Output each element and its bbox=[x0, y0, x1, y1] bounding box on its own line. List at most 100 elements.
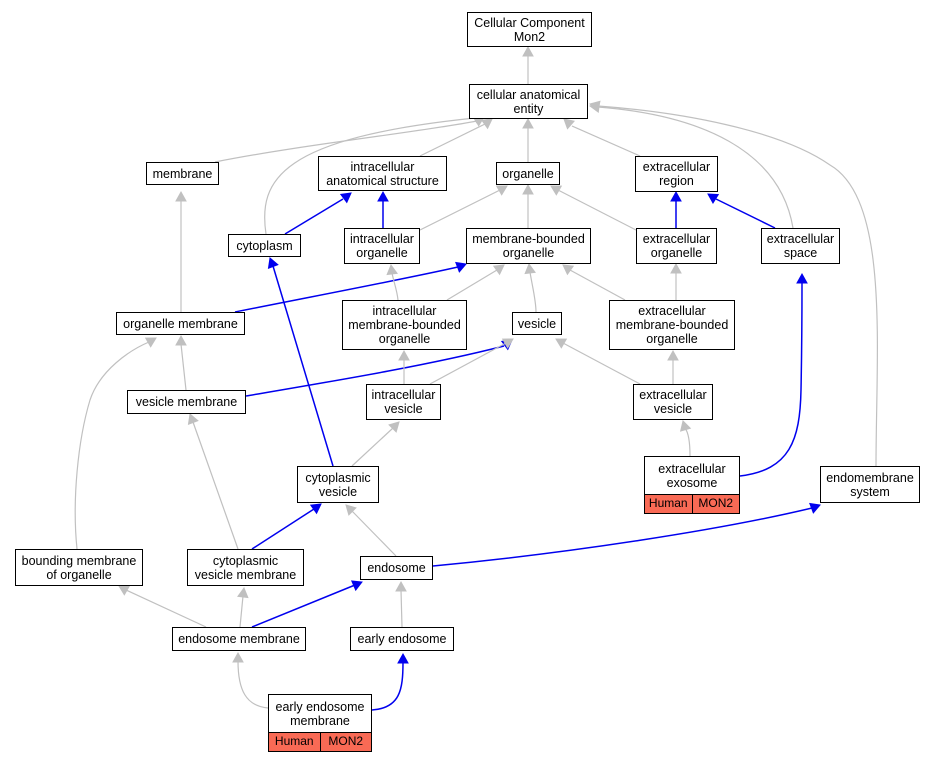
arrowhead bbox=[562, 264, 575, 276]
node-intracellular-anatomical-structure[interactable]: intracellular anatomical structure bbox=[318, 156, 447, 191]
arrowhead bbox=[492, 264, 505, 276]
edge-is-a-endosome-to-cytoplasmic-vesicle bbox=[351, 510, 397, 557]
edge-part-of-early-endosome-membrane-to-early-endosome bbox=[371, 661, 404, 711]
edge-part-of-vesicle-membrane-to-vesicle bbox=[245, 345, 505, 397]
edge-is-a-intracellular-anatomical-structure-to-cellular-anatomical-entity bbox=[419, 123, 486, 157]
edge-is-a-intracellular-membrane-bounded-organelle-to-membrane-bounded-organelle bbox=[446, 269, 498, 301]
arrowhead bbox=[670, 190, 682, 202]
arrowhead bbox=[670, 262, 682, 274]
node-endomembrane-system[interactable]: endomembrane system bbox=[820, 466, 920, 503]
node-label: extracellular space bbox=[766, 232, 835, 260]
node-extracellular-space[interactable]: extracellular space bbox=[761, 228, 840, 264]
edge-is-a-cytoplasmic-vesicle-membrane-to-vesicle-membrane bbox=[192, 421, 239, 550]
arrowhead bbox=[397, 652, 409, 664]
node-label: cytoplasm bbox=[236, 238, 293, 253]
node-intracellular-organelle[interactable]: intracellular organelle bbox=[344, 228, 420, 264]
node-endosome[interactable]: endosome bbox=[360, 556, 433, 580]
node-label: intracellular anatomical structure bbox=[326, 159, 439, 188]
node-early-endosome-membrane[interactable]: early endosome membrane Human MON2 bbox=[268, 694, 372, 752]
node-extracellular-membrane-bounded-organelle[interactable]: extracellular membrane-bounded organelle bbox=[609, 300, 735, 350]
arrowhead bbox=[563, 118, 576, 130]
annotation-badge-species[interactable]: Human bbox=[645, 495, 692, 513]
arrowhead bbox=[144, 337, 157, 348]
arrowhead bbox=[187, 413, 199, 425]
node-label: organelle membrane bbox=[123, 316, 238, 331]
node-intracellular-membrane-bounded-organelle[interactable]: intracellular membrane-bounded organelle bbox=[342, 300, 467, 350]
annotation-badges: Human MON2 bbox=[269, 732, 371, 751]
node-vesicle[interactable]: vesicle bbox=[512, 312, 562, 335]
arrowhead bbox=[118, 585, 131, 596]
arrowhead bbox=[589, 100, 601, 112]
node-intracellular-vesicle[interactable]: intracellular vesicle bbox=[366, 384, 441, 420]
node-label: intracellular membrane-bounded organelle bbox=[348, 304, 461, 346]
edge-is-a-extracellular-membrane-bounded-organelle-to-membrane-bounded-organelle bbox=[569, 269, 626, 301]
annotation-badge-species[interactable]: Human bbox=[269, 733, 320, 751]
node-early-endosome[interactable]: early endosome bbox=[350, 627, 454, 651]
node-bounding-membrane-of-organelle[interactable]: bounding membrane of organelle bbox=[15, 549, 143, 586]
edge-is-a-extracellular-region-to-cellular-anatomical-entity bbox=[571, 125, 641, 157]
arrowhead bbox=[395, 580, 407, 592]
edge-is-a-extracellular-vesicle-to-vesicle bbox=[562, 342, 641, 385]
edge-is-a-early-endosome-membrane-to-endosome-membrane bbox=[237, 660, 269, 709]
edge-part-of-endosome-membrane-to-endosome bbox=[251, 584, 356, 628]
node-organelle-membrane[interactable]: organelle membrane bbox=[116, 312, 245, 335]
annotation-badges: Human MON2 bbox=[645, 494, 739, 513]
arrowhead bbox=[524, 262, 536, 275]
node-label: extracellular vesicle bbox=[639, 388, 707, 416]
node-cytoplasm[interactable]: cytoplasm bbox=[228, 234, 301, 257]
node-label: cytoplasmic vesicle membrane bbox=[194, 553, 297, 582]
node-label: early endosome bbox=[357, 632, 447, 646]
arrowhead bbox=[455, 261, 467, 273]
edge-is-a-endomembrane-system-to-cellular-anatomical-entity bbox=[597, 105, 879, 467]
node-label: vesicle membrane bbox=[135, 395, 238, 409]
edge-part-of-organelle-membrane-to-membrane-bounded-organelle bbox=[234, 266, 459, 313]
node-extracellular-region[interactable]: extracellular region bbox=[635, 156, 718, 192]
edge-part-of-endosome-to-endomembrane-system bbox=[432, 507, 813, 567]
node-label: intracellular vesicle bbox=[371, 388, 436, 416]
node-organelle[interactable]: organelle bbox=[496, 162, 560, 185]
arrowhead bbox=[309, 503, 322, 515]
node-label: intracellular organelle bbox=[350, 232, 414, 260]
edge-is-a-vesicle-to-membrane-bounded-organelle bbox=[529, 271, 537, 313]
edge-is-a-intracellular-vesicle-to-vesicle bbox=[429, 342, 507, 385]
edge-part-of-cytoplasmic-vesicle-to-cytoplasm bbox=[272, 265, 334, 467]
node-extracellular-exosome[interactable]: extracellular exosome Human MON2 bbox=[644, 456, 740, 514]
arrowhead bbox=[175, 334, 187, 346]
node-label: endosome bbox=[367, 561, 426, 575]
node-label: extracellular region bbox=[642, 160, 711, 188]
node-label: cellular anatomical entity bbox=[476, 87, 581, 116]
arrowhead bbox=[232, 651, 244, 663]
node-membrane-bounded-organelle[interactable]: membrane-bounded organelle bbox=[466, 228, 591, 264]
node-vesicle-membrane[interactable]: vesicle membrane bbox=[127, 390, 246, 414]
edge-part-of-extracellular-space-to-extracellular-region bbox=[715, 198, 776, 229]
edge-part-of-extracellular-exosome-to-extracellular-space bbox=[739, 281, 803, 477]
arrowhead bbox=[386, 263, 398, 276]
node-label: endomembrane system bbox=[826, 470, 914, 499]
annotation-badge-gene[interactable]: MON2 bbox=[319, 733, 371, 751]
arrowhead bbox=[495, 185, 508, 196]
edge-is-a-endosome-membrane-to-bounding-membrane-of-organelle bbox=[125, 589, 207, 628]
arrowhead bbox=[555, 338, 568, 349]
node-extracellular-organelle[interactable]: extracellular organelle bbox=[636, 228, 717, 264]
annotation-badge-gene[interactable]: MON2 bbox=[691, 495, 739, 513]
node-cellular-component[interactable]: Cellular Component Mon2 bbox=[467, 12, 592, 47]
node-extracellular-vesicle[interactable]: extracellular vesicle bbox=[633, 384, 713, 420]
node-endosome-membrane[interactable]: endosome membrane bbox=[172, 627, 306, 651]
edge-is-a-extracellular-exosome-to-extracellular-vesicle bbox=[684, 427, 691, 457]
arrowhead bbox=[707, 193, 720, 204]
arrowhead bbox=[377, 190, 389, 202]
edge-part-of-cytoplasm-to-intracellular-anatomical-structure bbox=[284, 198, 344, 235]
node-label: organelle bbox=[502, 166, 554, 181]
node-cellular-anatomical-entity[interactable]: cellular anatomical entity bbox=[469, 84, 588, 119]
node-cytoplasmic-vesicle-membrane[interactable]: cytoplasmic vesicle membrane bbox=[187, 549, 304, 586]
node-cytoplasmic-vesicle[interactable]: cytoplasmic vesicle bbox=[297, 466, 379, 503]
edge-is-a-cytoplasm-to-cellular-anatomical-entity bbox=[264, 117, 476, 235]
edge-is-a-extracellular-organelle-to-organelle bbox=[557, 189, 637, 231]
node-label: cytoplasmic vesicle bbox=[305, 470, 371, 499]
node-label: early endosome membrane bbox=[275, 699, 365, 728]
arrowhead bbox=[679, 420, 692, 432]
node-label: extracellular organelle bbox=[642, 232, 711, 260]
node-membrane[interactable]: membrane bbox=[146, 162, 219, 185]
node-label: vesicle bbox=[517, 316, 557, 331]
